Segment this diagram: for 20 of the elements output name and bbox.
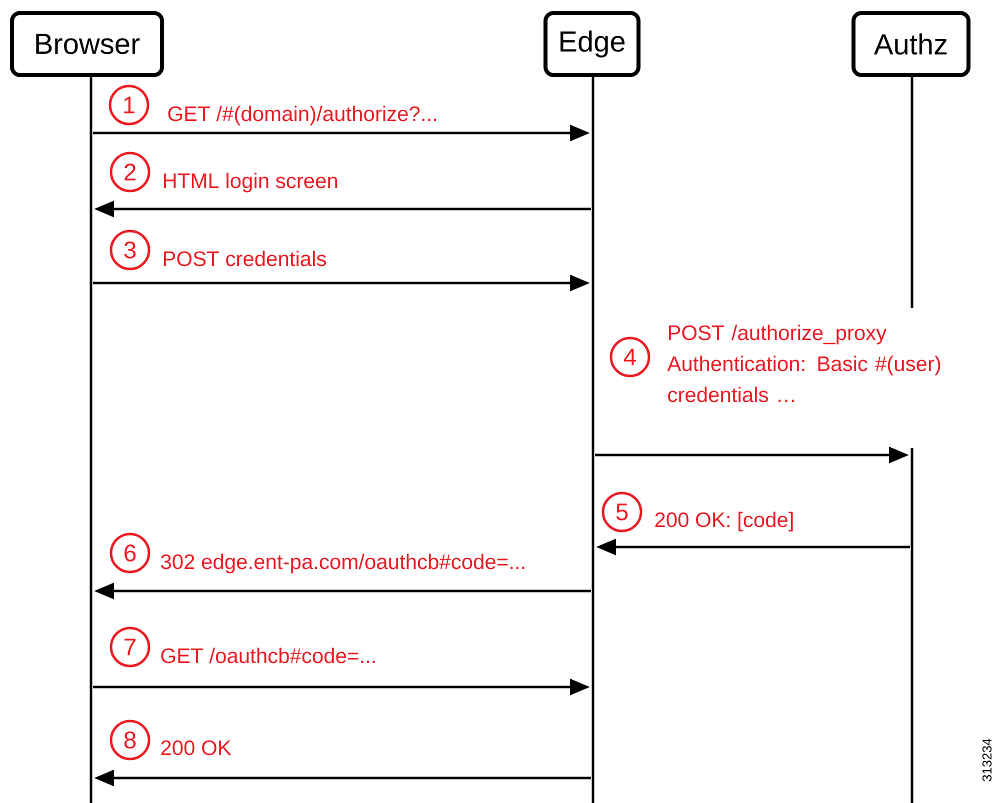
callout-number: 6 xyxy=(110,532,150,574)
message-label: 302 edge.ent-pa.com/oauthcb#code=... xyxy=(161,554,524,574)
callout-number: 1 xyxy=(108,84,150,126)
figure-number: 313234 xyxy=(982,738,992,782)
callout-number: 3 xyxy=(110,230,150,270)
participant-box: Edge xyxy=(544,11,640,77)
message-label: POST /authorize_proxy Authentication: Basic #(user) credentials … xyxy=(667,324,940,402)
callout-number: 8 xyxy=(110,720,150,760)
callout-number: 5 xyxy=(602,492,642,532)
participant-box: Authz xyxy=(852,11,970,77)
callout-number: 7 xyxy=(110,626,150,668)
message-label: 200 OK: [code] xyxy=(655,512,793,532)
callout-number: 2 xyxy=(110,152,150,192)
message-label: 200 OK xyxy=(161,740,232,756)
message-label: POST credentials xyxy=(164,250,326,266)
callout-number: 4 xyxy=(610,336,650,378)
message-label: GET /oauthcb#code=... xyxy=(161,648,375,664)
participant-box: Browser xyxy=(10,11,164,77)
message-label: GET /#(domain)/authorize?... xyxy=(168,106,436,126)
message-label: HTML login screen xyxy=(164,172,338,192)
